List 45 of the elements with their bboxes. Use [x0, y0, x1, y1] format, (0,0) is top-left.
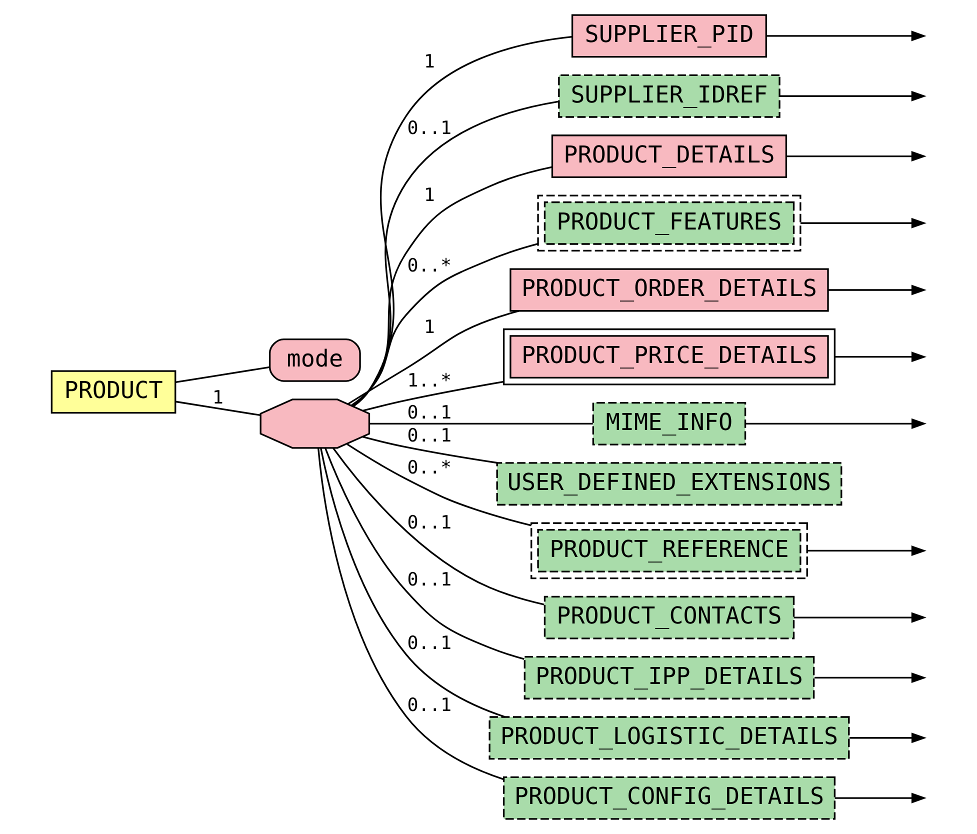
edge-label: 1 [424, 185, 435, 206]
edge-label: 0..1 [407, 118, 452, 140]
edge-label: 1..* [407, 370, 452, 392]
node-box: PRODUCT_IPP_DETAILS [524, 656, 815, 700]
connector [332, 448, 544, 606]
node-box: mode [268, 338, 361, 382]
edge-label: 0..* [407, 457, 452, 478]
edge-label: 1 [424, 51, 435, 72]
edge-label: 0..1 [407, 512, 452, 534]
node-box: SUPPLIER_PID [571, 14, 767, 58]
node-box: USER_DEFINED_EXTENSIONS [496, 462, 842, 506]
node-box: SUPPLIER_IDREF [558, 74, 780, 118]
connector [324, 448, 524, 660]
node-box: MIME_INFO [592, 402, 746, 446]
node-box: PRODUCT_DETAILS [551, 134, 788, 178]
connector [176, 400, 261, 416]
edge-label: 0..1 [407, 694, 452, 716]
connector [362, 380, 504, 412]
edge-label: 0..1 [407, 569, 452, 590]
edge-label: 0..1 [407, 426, 452, 447]
edge-label: 0..1 [407, 632, 452, 654]
node-box: PRODUCT_REFERENCE [530, 522, 808, 580]
edge-label: 1 [212, 387, 224, 408]
node-box: PRODUCT_CONFIG_DETAILS [502, 776, 836, 820]
node-box: PRODUCT [50, 370, 176, 414]
connector [351, 243, 538, 406]
node-box: PRODUCT_ORDER_DETAILS [510, 268, 829, 312]
connector [352, 166, 552, 407]
connector [176, 366, 270, 384]
edge-label: 0..* [407, 255, 452, 276]
node-box: PRODUCT_LOGISTIC_DETAILS [488, 716, 850, 760]
connector [347, 310, 520, 405]
connector [362, 436, 498, 464]
node-box: PRODUCT_PRICE_DETAILS [502, 328, 836, 386]
edge-label: 1 [424, 317, 435, 338]
node-box: PRODUCT_CONTACTS [544, 596, 795, 640]
connector [353, 36, 572, 407]
connector [352, 100, 559, 407]
connector [346, 444, 532, 526]
connector [320, 448, 506, 718]
edge-label: 0..1 [407, 402, 452, 424]
node-octagon [260, 398, 370, 449]
connector [370, 422, 593, 425]
connector [318, 448, 504, 780]
node-box: PRODUCT_FEATURES [537, 194, 802, 252]
